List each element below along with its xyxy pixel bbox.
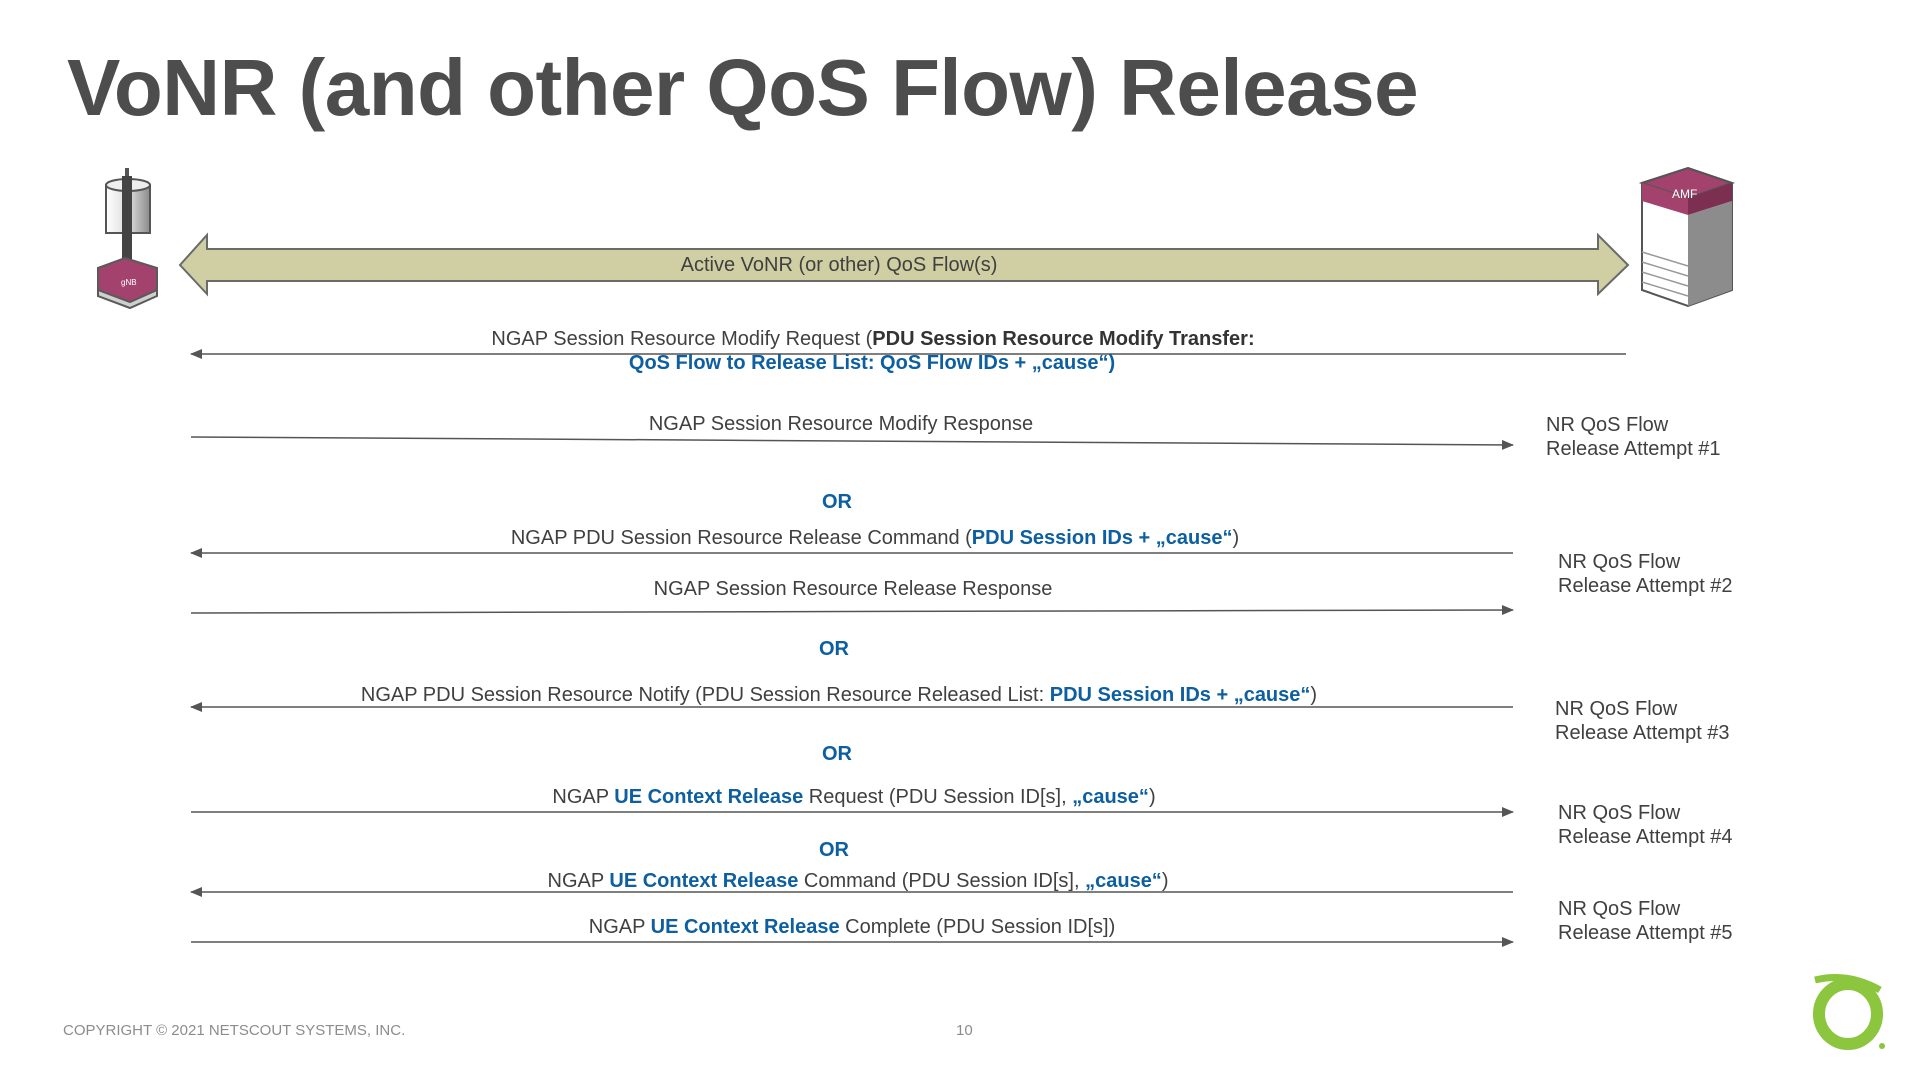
msg6-text-b: UE Context Release xyxy=(614,786,804,808)
attempt-5-line1: NR QoS Flow xyxy=(1558,898,1681,920)
msg7-label: NGAP UE Context Release Command (PDU Ses… xyxy=(548,870,1169,893)
msg8-text-a: NGAP xyxy=(588,916,651,938)
attempt-1-line2: Release Attempt #1 xyxy=(1546,438,1721,460)
msg7-text-d: „cause“ xyxy=(1085,870,1162,892)
msg8-text-b: UE Context Release xyxy=(650,916,840,938)
msg1-label: NGAP Session Resource Modify Request (PD… xyxy=(491,328,1254,351)
release-attempt-1: NR QoS Flow Release Attempt #1 xyxy=(1546,413,1721,461)
or-separator-3: OR xyxy=(822,743,852,765)
msg6-text-c: Request (PDU Session ID[s], xyxy=(803,786,1073,808)
msg7-text-e: ) xyxy=(1161,870,1169,892)
msg4-arrow xyxy=(190,605,1514,616)
msg7-text-b: UE Context Release xyxy=(609,870,799,892)
attempt-2-line1: NR QoS Flow xyxy=(1558,551,1681,573)
active-flow-band xyxy=(178,232,1630,297)
msg7-text-a: NGAP xyxy=(547,870,610,892)
msg5-label: NGAP PDU Session Resource Notify (PDU Se… xyxy=(361,684,1317,707)
or-separator-2: OR xyxy=(819,638,849,660)
msg5-text-c: ) xyxy=(1310,684,1318,706)
msg5-text-a: NGAP PDU Session Resource Notify (PDU Se… xyxy=(360,684,1050,706)
or-separator-4: OR xyxy=(819,839,849,861)
msg7-text-c: Command (PDU Session ID[s], xyxy=(798,870,1086,892)
slide-title: VoNR (and other QoS Flow) Release xyxy=(67,43,1419,132)
msg6-text-a: NGAP xyxy=(552,786,615,808)
attempt-4-line1: NR QoS Flow xyxy=(1558,802,1681,824)
msg3-text-b: PDU Session IDs + „cause“ xyxy=(971,527,1233,549)
page-number: 10 xyxy=(956,1022,973,1039)
gnb-label: gNB xyxy=(121,278,137,287)
attempt-3-line2: Release Attempt #3 xyxy=(1555,722,1730,744)
amf-node: AMF xyxy=(1638,166,1736,308)
release-attempt-2: NR QoS Flow Release Attempt #2 xyxy=(1558,550,1733,598)
active-flow-label: Active VoNR (or other) QoS Flow(s) xyxy=(680,254,998,276)
msg4-label: NGAP Session Resource Release Response xyxy=(653,578,1053,600)
msg2-arrow xyxy=(190,436,1514,450)
msg6-text-d: „cause“ xyxy=(1072,786,1149,808)
attempt-4-line2: Release Attempt #4 xyxy=(1558,826,1733,848)
amf-label: AMF xyxy=(1672,187,1697,201)
release-attempt-4: NR QoS Flow Release Attempt #4 xyxy=(1558,801,1733,849)
msg1-text-b: PDU Session Resource Modify Transfer: xyxy=(872,328,1255,350)
or-separator-1: OR xyxy=(822,491,852,513)
msg1-label-line2: QoS Flow to Release List: QoS Flow IDs +… xyxy=(628,352,1116,374)
attempt-2-line2: Release Attempt #2 xyxy=(1558,575,1733,597)
msg5-text-b: PDU Session IDs + „cause“ xyxy=(1049,684,1311,706)
msg8-text-c: Complete (PDU Session ID[s]) xyxy=(839,916,1116,938)
copyright-text: COPYRIGHT © 2021 NETSCOUT SYSTEMS, INC. xyxy=(63,1022,406,1039)
msg3-label: NGAP PDU Session Resource Release Comman… xyxy=(511,527,1239,550)
msg1-text-a: NGAP Session Resource Modify Request ( xyxy=(491,328,873,350)
attempt-5-line2: Release Attempt #5 xyxy=(1558,922,1733,944)
attempt-3-line1: NR QoS Flow xyxy=(1555,698,1678,720)
msg3-text-c: ) xyxy=(1232,527,1240,549)
msg6-label: NGAP UE Context Release Request (PDU Ses… xyxy=(552,786,1155,809)
gnb-node: gNB xyxy=(97,168,158,310)
netscout-logo xyxy=(1813,974,1885,1050)
msg2-label: NGAP Session Resource Modify Response xyxy=(648,413,1034,435)
release-attempt-3: NR QoS Flow Release Attempt #3 xyxy=(1555,697,1730,745)
msg8-label: NGAP UE Context Release Complete (PDU Se… xyxy=(589,916,1115,939)
attempt-1-line1: NR QoS Flow xyxy=(1546,414,1669,436)
release-attempt-5: NR QoS Flow Release Attempt #5 xyxy=(1558,897,1733,945)
msg3-text-a: NGAP PDU Session Resource Release Comman… xyxy=(510,527,972,549)
msg6-text-e: ) xyxy=(1148,786,1156,808)
